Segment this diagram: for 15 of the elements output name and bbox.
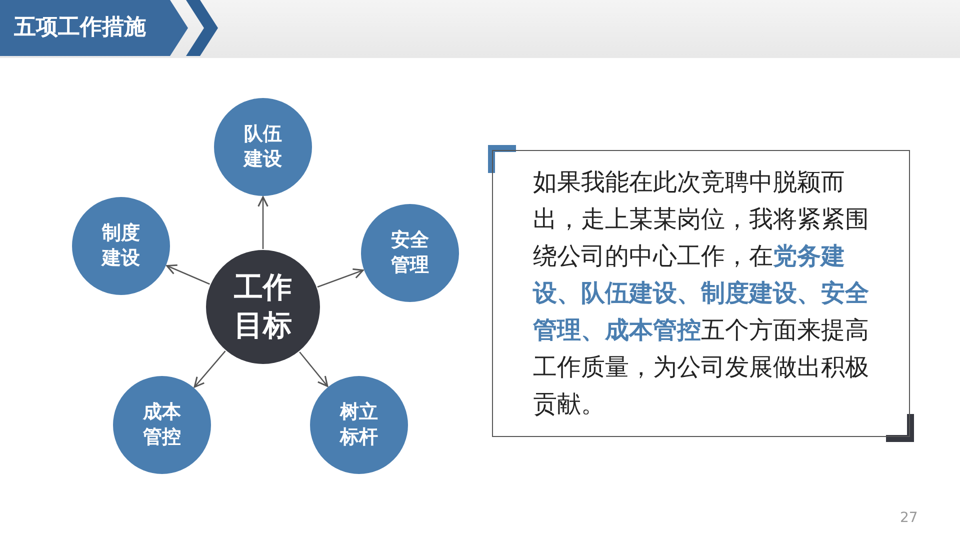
node-label: 队伍建设 xyxy=(243,122,283,172)
node-label: 制度建设 xyxy=(101,221,141,271)
arrow xyxy=(166,264,210,285)
page-number: 27 xyxy=(900,510,918,526)
arrow xyxy=(317,268,364,288)
arrow xyxy=(299,352,328,387)
node-label: 工作目标 xyxy=(233,269,293,344)
node-label: 成本管控 xyxy=(142,400,182,450)
node-label: 树立标杆 xyxy=(339,400,379,450)
text-panel xyxy=(492,150,910,437)
arrow xyxy=(258,196,268,249)
node-label: 安全管理 xyxy=(390,228,430,278)
slide-title: 五项工作措施 xyxy=(14,14,146,42)
paragraph: 如果我能在此次竞聘中脱颖而出，走上某某岗位，我将紧紧围绕公司的中心工作，在党务建设、队伍建设、制度建设、安全管理、成本管控五个方面来提高工作质量，为公司发展做出积极贡献。 xyxy=(533,167,870,420)
arrow xyxy=(194,350,226,388)
